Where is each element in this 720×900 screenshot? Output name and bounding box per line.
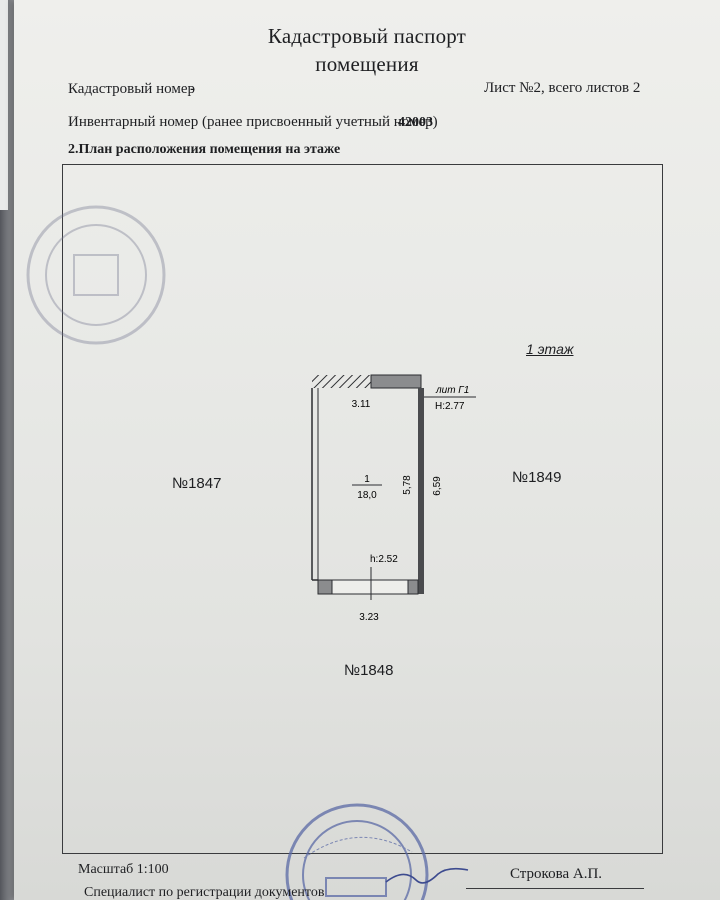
wall-opening-top <box>370 374 422 389</box>
neighbor-bottom-number: №1848 <box>344 662 394 679</box>
room-number: 1 <box>364 474 370 485</box>
room-area: 18,0 <box>357 490 377 501</box>
neighbor-right-number: №1849 <box>512 469 562 486</box>
plan-frame <box>62 164 663 854</box>
wall-hatch-top <box>312 375 371 388</box>
document-sheet: Кадастровый паспорт помещения Кадастровы… <box>14 0 720 900</box>
document-subtitle: помещения <box>315 52 419 76</box>
wall-opening-bottom <box>331 579 409 595</box>
cadastral-number-label: Кадастровый номер <box>68 81 195 97</box>
signature-line <box>466 888 644 889</box>
inventory-number-label: Инвентарный номер (ранее присвоенный уче… <box>68 114 438 130</box>
wall-right <box>418 388 424 594</box>
background-paper-edge <box>0 0 8 210</box>
scale-label: Масштаб 1:100 <box>78 862 169 877</box>
room-height: h:2.52 <box>370 554 398 565</box>
inventory-number-value: 42003 <box>398 115 433 130</box>
signature <box>385 867 469 884</box>
wall-corner-bottom-left <box>317 579 333 595</box>
stamp-faded <box>26 205 166 345</box>
lit-height: H:2.77 <box>435 401 465 412</box>
floor-plan-drawing: 3.11 лит Г1 H:2.77 1 18,0 5,78 6,59 h:2.… <box>26 205 476 900</box>
signer-name: Строкова А.П. <box>510 866 603 882</box>
inner-length: 5,78 <box>402 475 413 495</box>
dimension-bottom: 3.23 <box>359 612 379 623</box>
cadastral-number-value: - <box>190 81 195 97</box>
specialist-label: Специалист по регистрации документов <box>84 885 325 900</box>
lit-label: лит Г1 <box>435 385 469 396</box>
sheet-info: Лист №2, всего листов 2 <box>484 80 641 96</box>
section-title: 2.План расположения помещения на этаже <box>68 142 341 157</box>
room-outline <box>311 374 424 595</box>
wall-corner-bottom-right <box>407 579 419 595</box>
neighbor-left-number: №1847 <box>172 475 222 492</box>
dimension-top: 3.11 <box>352 399 371 410</box>
floor-label: 1 этаж <box>526 341 574 357</box>
document-title: Кадастровый паспорт <box>267 24 467 48</box>
outer-length: 6,59 <box>432 476 443 496</box>
registration-stamp <box>285 803 429 900</box>
